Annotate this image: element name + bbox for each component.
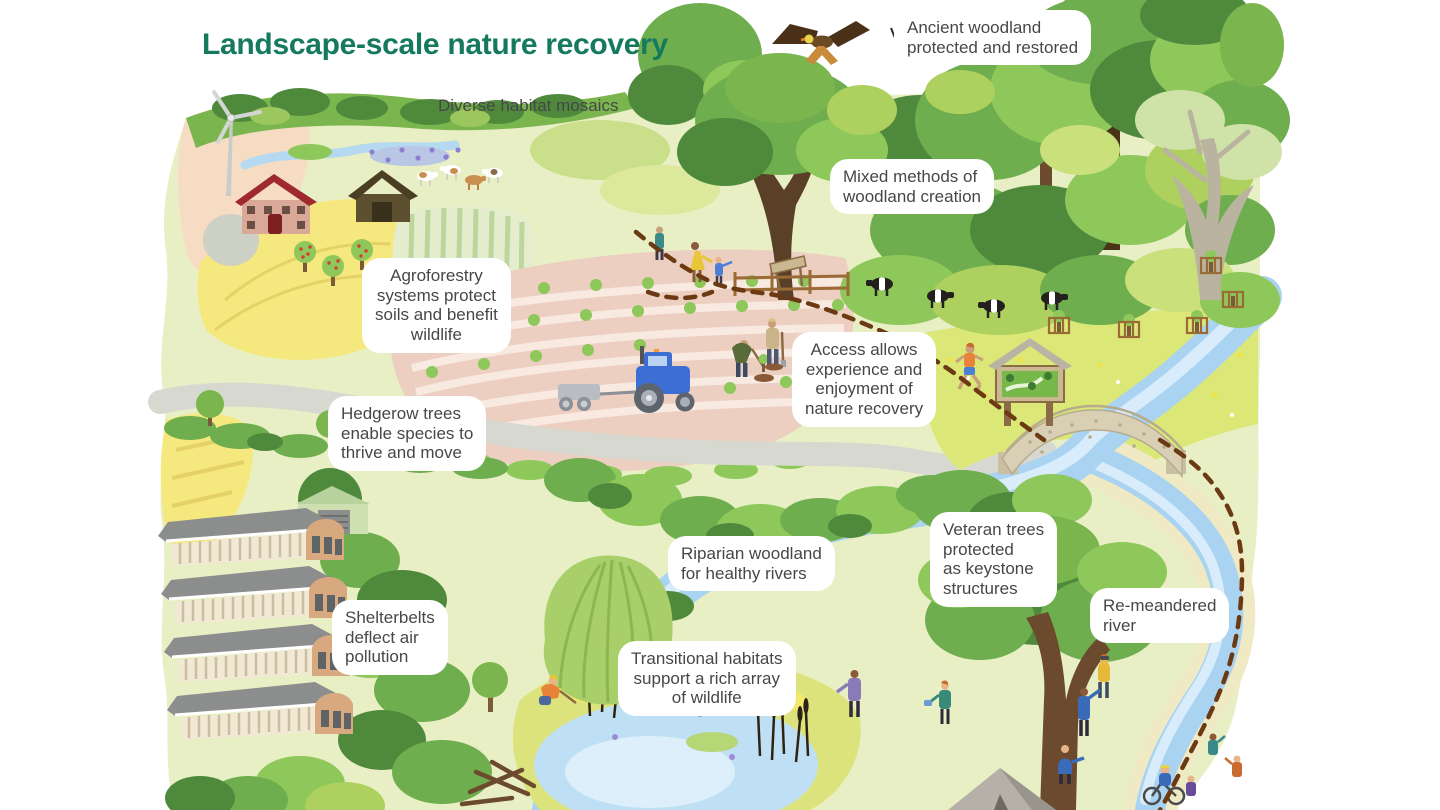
birdwatchers <box>1058 654 1242 796</box>
cyclist <box>1142 765 1186 806</box>
farm-barn <box>348 170 418 222</box>
waymarked-path <box>633 229 1245 810</box>
wind-turbine <box>212 90 262 196</box>
callout-shelterbelts: Shelterbelts deflect air pollution <box>332 600 448 676</box>
red-kite-icon <box>772 21 870 65</box>
belted-galloway-cattle <box>866 277 1068 318</box>
stone-bridge <box>998 404 1186 479</box>
tree-guards <box>1047 250 1245 339</box>
callout-ancient-woodland: Ancient woodland protected and restored <box>894 10 1092 66</box>
callout-hedgerow-trees: Hedgerow trees enable species to thrive … <box>328 396 487 472</box>
oak-fence <box>733 270 850 296</box>
veteran-oak <box>677 53 897 300</box>
apple-orchard <box>294 239 373 286</box>
blue-tractor <box>558 346 695 413</box>
farm-track <box>148 382 1057 480</box>
tree-planters <box>732 318 786 382</box>
callout-transitional-habitats: Transitional habitats support a rich arr… <box>618 641 796 717</box>
callout-veteran-trees: Veteran trees protected as keystone stru… <box>930 512 1058 607</box>
page-title: Landscape-scale nature recovery <box>202 28 668 61</box>
farmhouse <box>235 174 317 234</box>
walkers <box>655 226 733 286</box>
information-board <box>988 338 1072 426</box>
grazing-cattle <box>417 165 503 190</box>
callout-riparian-woodland: Riparian woodland for healthy rivers <box>668 536 835 592</box>
callout-agroforestry: Agroforestry systems protect soils and b… <box>362 258 511 353</box>
deadwood-pile <box>459 759 537 807</box>
callout-access: Access allows experience and enjoyment o… <box>792 332 937 427</box>
pond-dipping-children <box>539 670 951 724</box>
runner <box>955 342 984 393</box>
callout-re-meandered-river: Re-meandered river <box>1090 588 1230 644</box>
tent-hide <box>948 768 1056 810</box>
livestock-sheds <box>158 508 353 740</box>
callout-diverse-habitat-mosaics: Diverse habitat mosaics <box>438 96 619 115</box>
ancient-pale-tree <box>1135 90 1282 300</box>
callout-mixed-methods: Mixed methods of woodland creation <box>830 159 994 215</box>
interpretation-sign <box>769 255 807 291</box>
hill-band <box>186 88 720 215</box>
